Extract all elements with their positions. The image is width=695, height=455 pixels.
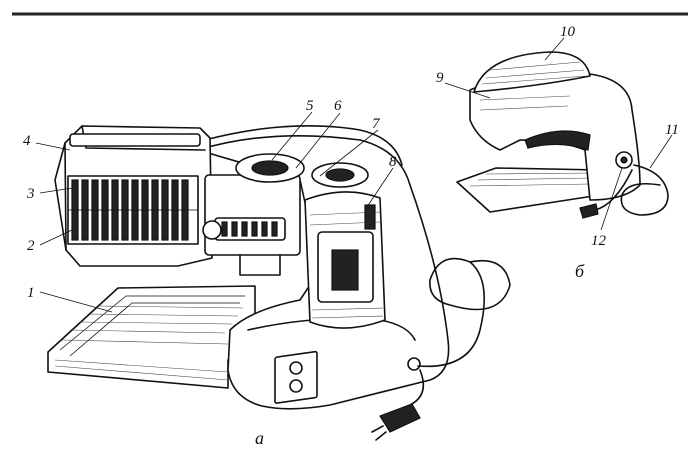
comb-grate: [67, 175, 199, 245]
callout-6: 6: [334, 98, 342, 114]
base-tray: [47, 285, 256, 389]
leader-lines: [35, 37, 673, 313]
power-cord-b: [620, 164, 669, 216]
slot-opening-b: [524, 130, 591, 151]
callout-7: 7: [372, 116, 381, 132]
control-knob-lower: [289, 379, 303, 393]
appliance-b: [456, 51, 669, 219]
callout-10: 10: [560, 24, 576, 40]
motor-cutaway: [304, 191, 386, 329]
power-cord-a: [417, 257, 511, 368]
chamber-lid-rim: [69, 133, 201, 147]
callout-1: 1: [27, 285, 35, 301]
callout-5: 5: [306, 98, 314, 114]
control-knob-upper: [289, 361, 303, 375]
callout-8: 8: [389, 154, 397, 170]
callout-2: 2: [27, 238, 35, 254]
subfigure-label-a: а: [255, 428, 264, 448]
callout-labels: 1 2 3 4 5 6 7 8 9 10 11 12: [23, 24, 679, 301]
plug-b: [579, 203, 599, 219]
gear-drive: [202, 153, 369, 276]
cord-outlet: [407, 357, 421, 371]
callout-4: 4: [23, 133, 31, 149]
control-panel: [274, 350, 318, 404]
appliance-a: [47, 124, 511, 441]
subfigure-label-b: б: [575, 261, 585, 281]
callout-12: 12: [591, 233, 607, 249]
base-tray-b: [456, 167, 601, 213]
callout-11: 11: [665, 122, 679, 138]
tray-hatching: [54, 305, 244, 381]
callout-3: 3: [26, 186, 35, 202]
plug-a: [371, 403, 421, 441]
lid-b: [473, 51, 591, 93]
callout-9: 9: [436, 70, 444, 86]
